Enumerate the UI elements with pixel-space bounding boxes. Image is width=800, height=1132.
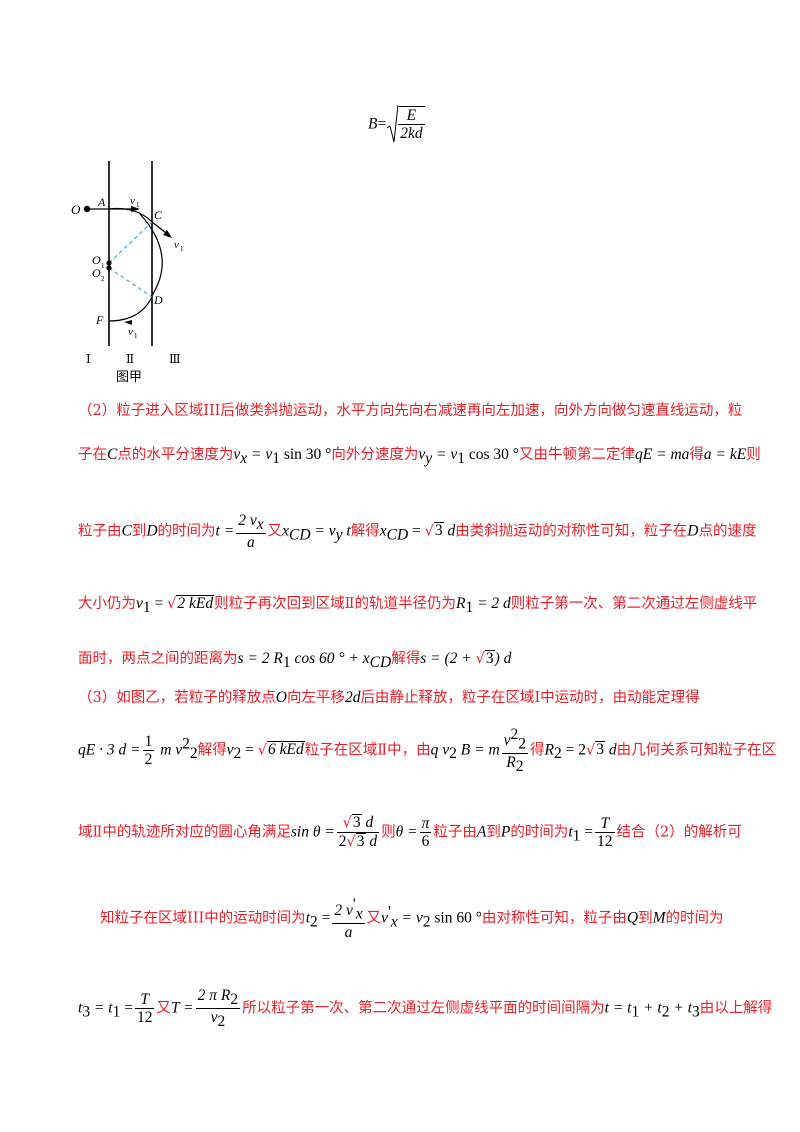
- part3-line1: （3）如图乙，若粒子的释放点O向左平移2d后由静止释放，粒子在区域Ⅰ中运动时，由…: [78, 689, 700, 706]
- arc-a-c: [108, 207, 153, 223]
- point-o2: [106, 265, 112, 271]
- region-label-1: Ⅰ: [86, 352, 91, 366]
- radius-o2-d: [108, 267, 153, 298]
- part2-line4: 大小仍为v1 = √2 kEd则粒子再次回到区域Ⅱ的轨道半径仍为R1 = 2 d…: [78, 595, 758, 616]
- figure-caption: 图甲: [116, 370, 142, 385]
- label-v1-bottom: v: [128, 326, 133, 338]
- label-o1: O: [92, 253, 101, 267]
- arc-c-d: [139, 213, 163, 298]
- label-d: D: [153, 293, 163, 307]
- label-a: A: [97, 195, 106, 209]
- label-v1-right: v: [174, 239, 179, 251]
- part2-line2: 子在C点的水平分速度为vx = v1 sin 30 °向外分速度为vy = v1…: [78, 446, 761, 467]
- label-v1-right-sub: 1: [180, 245, 184, 253]
- formula-num: E: [398, 107, 425, 125]
- point-o1: [106, 260, 112, 266]
- label-o2-sub: 2: [101, 275, 105, 283]
- formula-lhs: B: [368, 115, 378, 133]
- part2-line1: （2）粒子进入区域III后做类斜抛运动，水平方向先向右减速再向左加速，向外方向做…: [78, 403, 743, 419]
- part2-line5: 面时，两点之间的距离为s = 2 R1 cos 60 ° + xCD解得s = …: [78, 650, 512, 671]
- label-o2: O: [92, 266, 101, 280]
- sqrt-sign-icon: [386, 104, 399, 143]
- label-v1-top: v: [130, 195, 135, 207]
- region-label-2: Ⅱ: [126, 352, 134, 366]
- label-v1-bottom-sub: 1: [134, 332, 138, 340]
- arc-d-f: [108, 296, 153, 322]
- region-label-3: Ⅲ: [169, 352, 181, 366]
- label-c: C: [154, 208, 163, 222]
- label-o1-sub: 1: [101, 262, 105, 270]
- label-o: O: [71, 202, 81, 217]
- radius-o1-c: [108, 221, 153, 264]
- formula-eq: =: [377, 115, 387, 133]
- figure-jia: O A v 1 C v 1 O 1 O 2 D F v 1 Ⅰ Ⅱ Ⅲ 图甲: [71, 161, 184, 385]
- formula-den: 2kd: [400, 125, 423, 142]
- label-v1-top-sub: 1: [136, 201, 140, 209]
- label-f: F: [95, 313, 104, 327]
